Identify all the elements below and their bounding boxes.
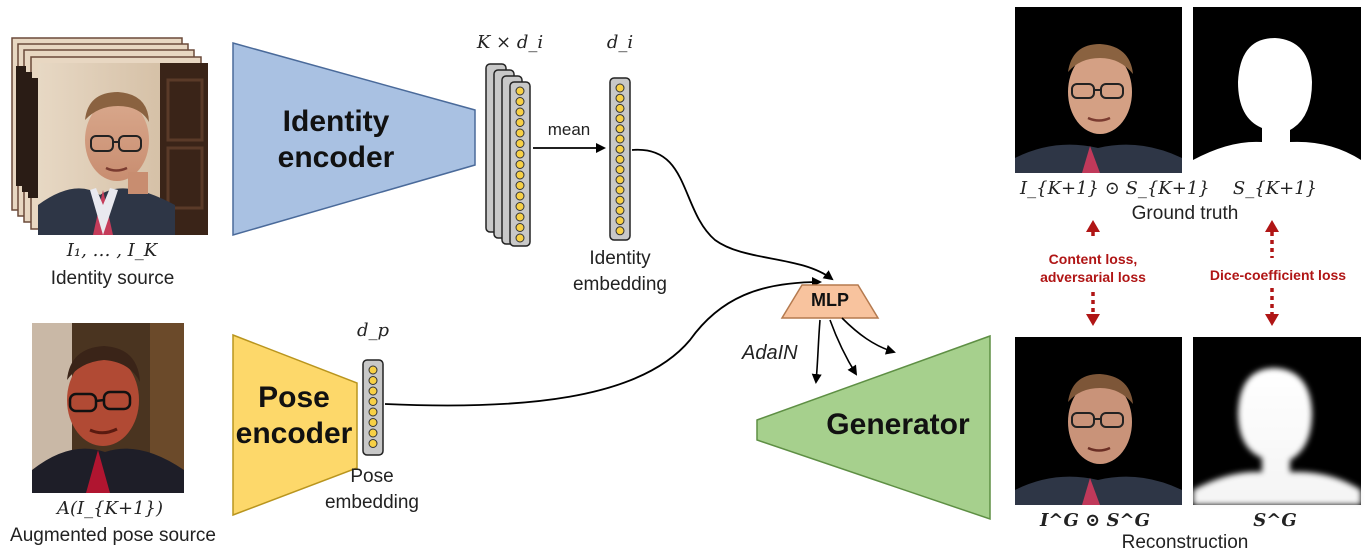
pose-embedding-line2: embedding	[324, 492, 420, 513]
dice-loss-arrows	[1265, 220, 1279, 326]
pose-source-photo	[32, 323, 184, 493]
identity-stack-dim: K × d_i	[476, 32, 544, 53]
pose-embedding-label: Pose embedding	[312, 464, 432, 516]
identity-feature-cells	[515, 86, 525, 243]
identity-embedding-cells	[615, 83, 625, 236]
identity-feature-cell	[515, 191, 525, 201]
identity-feature-cell	[515, 212, 525, 222]
identity-embedding-cell	[615, 195, 625, 205]
identity-embedding-label: Identity embedding	[560, 246, 680, 298]
identity-feature-cell	[515, 223, 525, 232]
pose-embedding-cell	[368, 365, 378, 375]
pose-embedding-cell	[368, 386, 378, 396]
ground-truth-label: Ground truth	[1131, 203, 1239, 224]
adain-arrows	[811, 317, 896, 384]
pose-source-label: Augmented pose source	[10, 525, 216, 546]
pose-encoder-label: Pose encoder	[234, 380, 354, 452]
pose-encoder-shape	[232, 333, 358, 517]
identity-embedding-cell	[615, 216, 625, 226]
ground-truth-mask	[1193, 7, 1361, 173]
reconstruction-mask-label: S^G	[1253, 510, 1297, 531]
identity-feature-cell	[515, 233, 525, 243]
identity-feature-cell	[515, 128, 525, 138]
mean-label: mean	[547, 120, 591, 139]
identity-embedding-cell	[615, 175, 625, 185]
identity-encoder-line2: encoder	[277, 141, 395, 174]
identity-embedding-cell	[615, 114, 625, 124]
identity-embedding-cell	[615, 83, 625, 93]
pose-embedding-cell	[368, 407, 378, 417]
content-loss-line2: adversarial loss	[1040, 269, 1146, 285]
ground-truth-image-label: I_{K+1} ⊙ S_{K+1}	[1020, 178, 1210, 199]
identity-embedding-line2: embedding	[572, 274, 668, 295]
pose-encoder-line2: encoder	[235, 417, 353, 450]
identity-embedding-cell	[615, 144, 625, 154]
pose-embedding-line1: Pose	[350, 466, 394, 487]
pose-encoder-line1: Pose	[258, 381, 330, 414]
pose-to-mlp-arrow	[384, 277, 822, 407]
pose-embedding-cell	[368, 439, 378, 448]
adain-label: AdaIN	[742, 342, 798, 364]
reconstruction-label: Reconstruction	[1121, 532, 1249, 553]
identity-embedding-cell	[615, 124, 625, 134]
identity-embedding-cell	[615, 226, 625, 236]
identity-embedding-cell	[615, 205, 625, 215]
identity-feature-cell	[515, 118, 525, 127]
identity-encoder-line1: Identity	[282, 105, 390, 138]
identity-source-photo	[38, 63, 208, 235]
identity-feature-cell	[515, 139, 525, 148]
identity-feature-cell	[515, 97, 525, 106]
pose-embedding-dim: d_p	[356, 320, 390, 341]
identity-encoder-shape	[232, 42, 476, 236]
identity-feature-cell	[515, 181, 525, 190]
content-loss-line1: Content loss,	[1048, 251, 1138, 267]
content-loss-label: Content loss, adversarial loss	[1025, 250, 1161, 286]
reconstruction-image	[1015, 337, 1182, 505]
identity-feature-cell	[515, 149, 525, 159]
identity-feature-cell	[515, 107, 525, 117]
identity-to-mlp-arrow	[631, 149, 834, 281]
reconstruction-mask	[1193, 337, 1361, 505]
content-loss-arrows	[1086, 220, 1100, 326]
identity-embedding-cell	[615, 93, 625, 103]
identity-embedding-cell	[615, 103, 625, 113]
identity-embedding-cell	[615, 134, 625, 144]
identity-feature-stack	[485, 63, 531, 247]
identity-feature-cell	[515, 160, 525, 169]
generator-shape	[756, 334, 991, 521]
reconstruction-image-label: I^G ⊙ S^G	[1040, 510, 1150, 531]
mlp-label: MLP	[811, 290, 849, 310]
identity-embedding-cell	[615, 154, 625, 164]
pose-embedding-cells	[368, 365, 378, 448]
generator-label: Generator	[826, 408, 970, 441]
ground-truth-image	[1015, 7, 1182, 173]
pose-embedding-cell	[368, 418, 378, 427]
identity-embedding-cell	[615, 165, 625, 175]
identity-embedding-dim: d_i	[606, 32, 634, 53]
identity-feature-cell	[515, 202, 525, 211]
ground-truth-mask-label: S_{K+1}	[1232, 178, 1318, 199]
identity-embedding-cell	[615, 185, 625, 195]
identity-source-symbol: I₁, … , I_K	[66, 240, 158, 261]
dice-loss-label: Dice-coefficient loss	[1209, 267, 1347, 283]
pose-source-symbol: A(I_{K+1})	[56, 498, 164, 519]
pose-embedding-cell	[368, 428, 378, 438]
mlp-shape	[780, 284, 880, 319]
identity-embedding-line1: Identity	[589, 248, 651, 269]
identity-feature-cell	[515, 86, 525, 96]
identity-feature-cell	[515, 170, 525, 180]
identity-encoder-label: Identity encoder	[256, 104, 416, 176]
identity-source-label: Identity source	[50, 268, 175, 289]
pose-embedding-cell	[368, 397, 378, 406]
pose-embedding-cell	[368, 376, 378, 385]
